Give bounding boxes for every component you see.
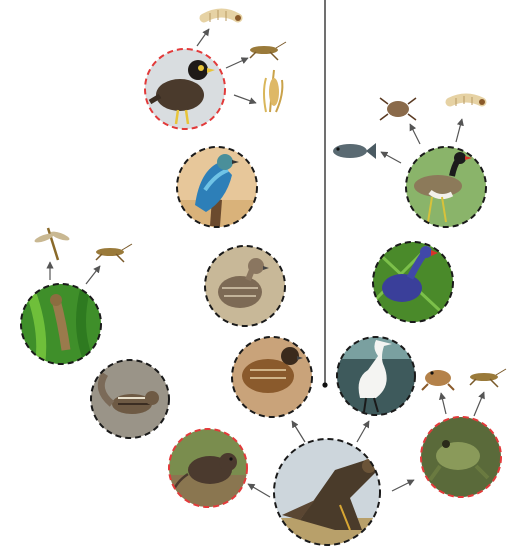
grub-top-item xyxy=(204,10,241,22)
grub-icon xyxy=(450,96,485,106)
squirrel-node xyxy=(90,360,170,440)
roller-node xyxy=(177,147,257,230)
swamphen-node xyxy=(373,242,453,322)
edge-lapwing-grub xyxy=(456,119,462,142)
myna-node xyxy=(145,49,225,129)
quail-node xyxy=(232,337,312,417)
edge-myna-wheat xyxy=(234,95,256,103)
bug-icon xyxy=(380,98,416,120)
fish-icon xyxy=(333,143,376,159)
edge-lapwing-fish xyxy=(381,152,401,163)
grasshopper-icon xyxy=(96,244,132,262)
edge-eagle-rat xyxy=(248,484,270,497)
wheat-icon xyxy=(264,70,282,112)
rat-node xyxy=(168,428,248,510)
dragonfly-item xyxy=(34,228,71,260)
grub-icon xyxy=(204,10,241,22)
lapwing-node xyxy=(406,147,486,227)
lizard-node xyxy=(21,284,101,364)
grasshopper-lizard-item xyxy=(96,244,132,262)
fish-item xyxy=(333,143,376,159)
grasshopper-icon xyxy=(470,369,506,387)
wheat-item xyxy=(264,70,282,112)
edge-eagle-egret xyxy=(357,421,369,442)
divider-dot xyxy=(322,382,327,387)
edge-myna-grasshopper xyxy=(226,58,248,68)
grasshopper-frog-item xyxy=(470,369,506,387)
partridge-node xyxy=(205,246,285,326)
frog-node xyxy=(421,417,501,497)
edge-myna-grub xyxy=(197,29,209,46)
bug-item xyxy=(380,98,416,120)
edge-frog-toad xyxy=(441,393,446,414)
edge-lapwing-bug xyxy=(410,124,420,144)
egret-node xyxy=(337,337,417,417)
toad-item xyxy=(422,370,454,390)
grasshopper-myna-item xyxy=(250,42,286,60)
edge-eagle-quail xyxy=(292,421,305,442)
dragonfly-icon xyxy=(34,228,71,260)
edge-eagle-frog xyxy=(392,480,414,491)
eagle-node xyxy=(270,435,385,551)
edge-lizard-grasshopper xyxy=(86,266,100,284)
edge-frog-grasshopper xyxy=(474,392,484,416)
grub-right-item xyxy=(450,96,485,106)
grasshopper-icon xyxy=(250,42,286,60)
toad-icon xyxy=(422,370,454,390)
